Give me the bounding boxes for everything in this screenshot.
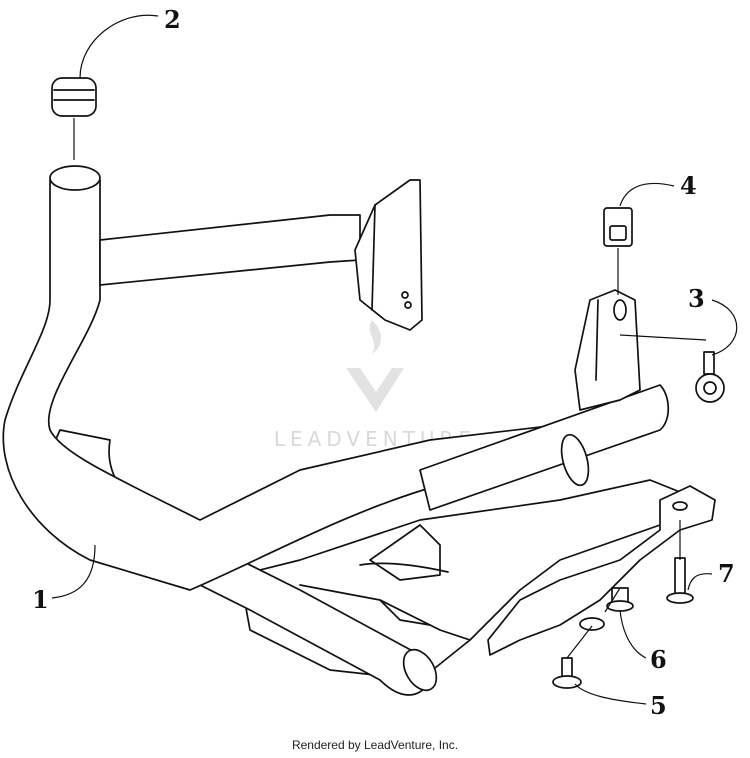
callout-numbers: 1 2 3 4 5 6 7 bbox=[32, 5, 735, 720]
leader-6-down bbox=[604, 587, 621, 613]
part-4-nut-clip bbox=[603, 207, 633, 247]
callout-1: 1 bbox=[32, 585, 49, 614]
leader-7 bbox=[687, 573, 713, 591]
callout-3: 3 bbox=[688, 284, 705, 313]
leader-3 bbox=[711, 299, 738, 356]
leadventure-watermark: LEADVENTURE bbox=[274, 320, 471, 451]
flame-logo-icon bbox=[346, 320, 404, 412]
callout-7: 7 bbox=[718, 559, 735, 588]
part-5-bolt bbox=[552, 657, 582, 689]
part-2-end-cap bbox=[51, 77, 97, 117]
leader-1 bbox=[51, 544, 96, 599]
part-6-flange-nut bbox=[606, 587, 634, 612]
callout-5: 5 bbox=[650, 691, 667, 720]
leader-4 bbox=[619, 182, 675, 207]
leader-5 bbox=[574, 683, 647, 705]
part-3-flange-bolt bbox=[695, 351, 725, 403]
callout-6: 6 bbox=[650, 645, 667, 674]
brush-guard-frame bbox=[2, 165, 716, 696]
leader-3-bolt bbox=[619, 334, 707, 341]
callout-4: 4 bbox=[680, 171, 697, 200]
part-7-bolt bbox=[666, 557, 694, 604]
leader-2 bbox=[79, 14, 159, 79]
leader-5-up bbox=[566, 625, 593, 659]
footer-credit: Rendered by LeadVenture, Inc. bbox=[291, 738, 459, 752]
leader-6 bbox=[619, 609, 647, 659]
callout-2: 2 bbox=[164, 5, 181, 34]
leader-lines bbox=[51, 14, 738, 705]
